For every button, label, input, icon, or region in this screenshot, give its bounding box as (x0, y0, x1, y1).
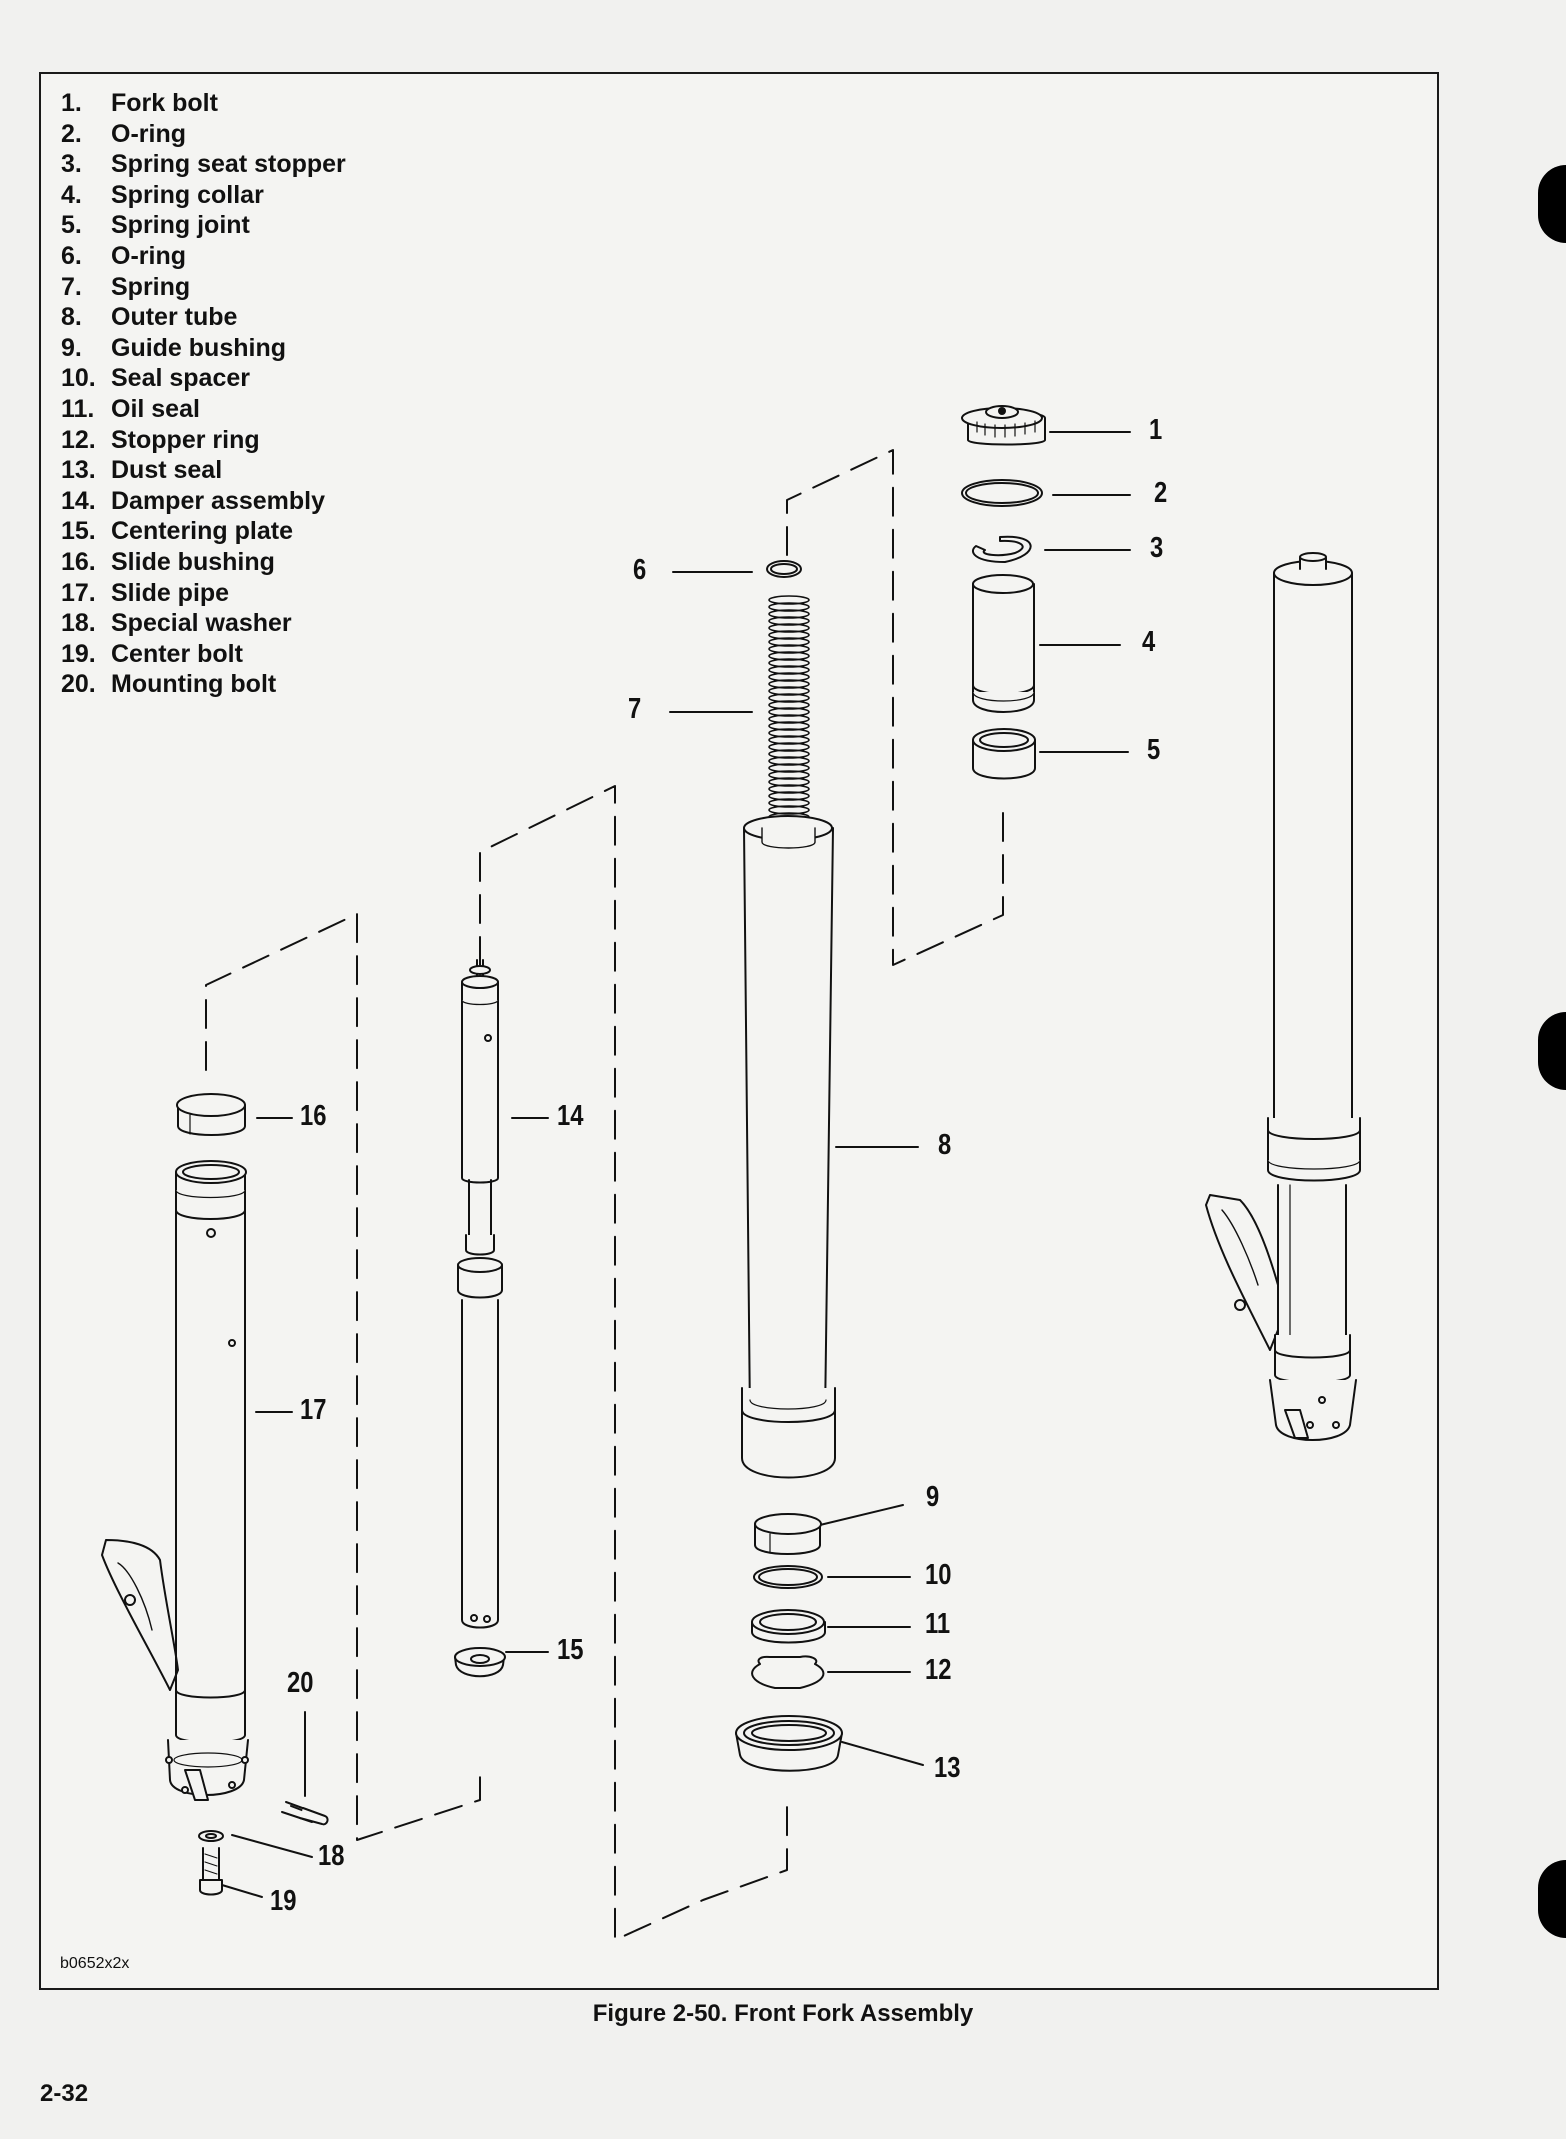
legend-item: 11.Oil seal (61, 394, 200, 423)
legend-item: 4.Spring collar (61, 180, 264, 209)
slide-pipe (101, 1160, 249, 1801)
figure-caption: Figure 2-50. Front Fork Assembly (592, 2000, 974, 2027)
oil-seal (751, 1609, 826, 1644)
parts-legend: 1.Fork bolt 2.O-ring 3.Spring seat stopp… (61, 88, 346, 700)
callout-3: 3 (1150, 532, 1164, 564)
callout-15: 15 (557, 1634, 584, 1666)
special-washer (198, 1830, 224, 1842)
legend-item: 20.Mounting bolt (61, 670, 277, 699)
legend-item: 9.Guide bushing (61, 333, 286, 362)
callout-18: 18 (318, 1840, 345, 1872)
spring-seat-stopper (971, 535, 1032, 563)
damper-assembly (457, 959, 503, 1629)
figure-frame (39, 72, 1439, 1990)
callout-19: 19 (270, 1885, 297, 1917)
drawing-code: b0652x2x (60, 1955, 130, 1972)
dust-seal (735, 1715, 843, 1772)
legend-item: 2.O-ring (61, 119, 186, 148)
assembly-guide-lines (205, 449, 1004, 1941)
callout-20: 20 (287, 1667, 314, 1699)
o-ring-6 (766, 560, 802, 578)
callout-13: 13 (934, 1752, 961, 1784)
spring-joint (972, 728, 1036, 780)
callout-4: 4 (1142, 626, 1156, 658)
spring-collar (972, 574, 1035, 713)
legend-item: 10.Seal spacer (61, 364, 250, 393)
binder-hole-mark (1538, 1012, 1566, 1090)
stopper-ring (751, 1655, 825, 1689)
mounting-bolt (281, 1801, 329, 1826)
legend-item: 17.Slide pipe (61, 578, 230, 607)
assembled-fork (1205, 552, 1361, 1441)
legend-item: 13.Dust seal (61, 456, 223, 485)
callout-10: 10 (925, 1559, 952, 1591)
legend-item: 1.Fork bolt (61, 89, 218, 117)
callout-16: 16 (300, 1100, 327, 1132)
callout-2: 2 (1154, 477, 1168, 509)
legend-item: 14.Damper assembly (61, 486, 326, 515)
callout-12: 12 (925, 1654, 952, 1686)
o-ring-2 (961, 479, 1043, 507)
legend-item: 3.Spring seat stopper (61, 150, 346, 179)
spring-coils (768, 595, 810, 843)
fork-bolt (961, 405, 1046, 446)
outer-tube (741, 815, 836, 1479)
callout-14: 14 (557, 1100, 584, 1132)
legend-item: 5.Spring joint (61, 211, 250, 240)
callout-7: 7 (628, 693, 642, 725)
legend-item: 18.Special washer (61, 609, 292, 638)
legend-item: 16.Slide bushing (61, 547, 275, 576)
slide-bushing (176, 1093, 246, 1136)
legend-item: 15.Centering plate (61, 517, 293, 546)
binder-hole-mark (1538, 165, 1566, 243)
page-number: 2-32 (40, 2080, 89, 2107)
legend-item: 12.Stopper ring (61, 425, 260, 454)
binder-hole-mark (1538, 1860, 1566, 1938)
legend-item: 7.Spring (61, 272, 191, 301)
guide-bushing (754, 1513, 822, 1555)
center-bolt (199, 1847, 223, 1896)
callout-6: 6 (633, 554, 647, 586)
legend-item: 8.Outer tube (61, 303, 238, 332)
callout-5: 5 (1147, 734, 1161, 766)
callout-1: 1 (1149, 414, 1163, 446)
leader-lines (221, 431, 1131, 1898)
callout-11: 11 (925, 1608, 951, 1640)
callout-17: 17 (300, 1394, 327, 1426)
seal-spacer (753, 1565, 823, 1589)
callout-8: 8 (938, 1129, 952, 1161)
legend-item: 19.Center bolt (61, 639, 243, 668)
centering-plate (454, 1647, 506, 1678)
legend-item: 6.O-ring (61, 241, 186, 270)
callout-9: 9 (926, 1481, 940, 1513)
